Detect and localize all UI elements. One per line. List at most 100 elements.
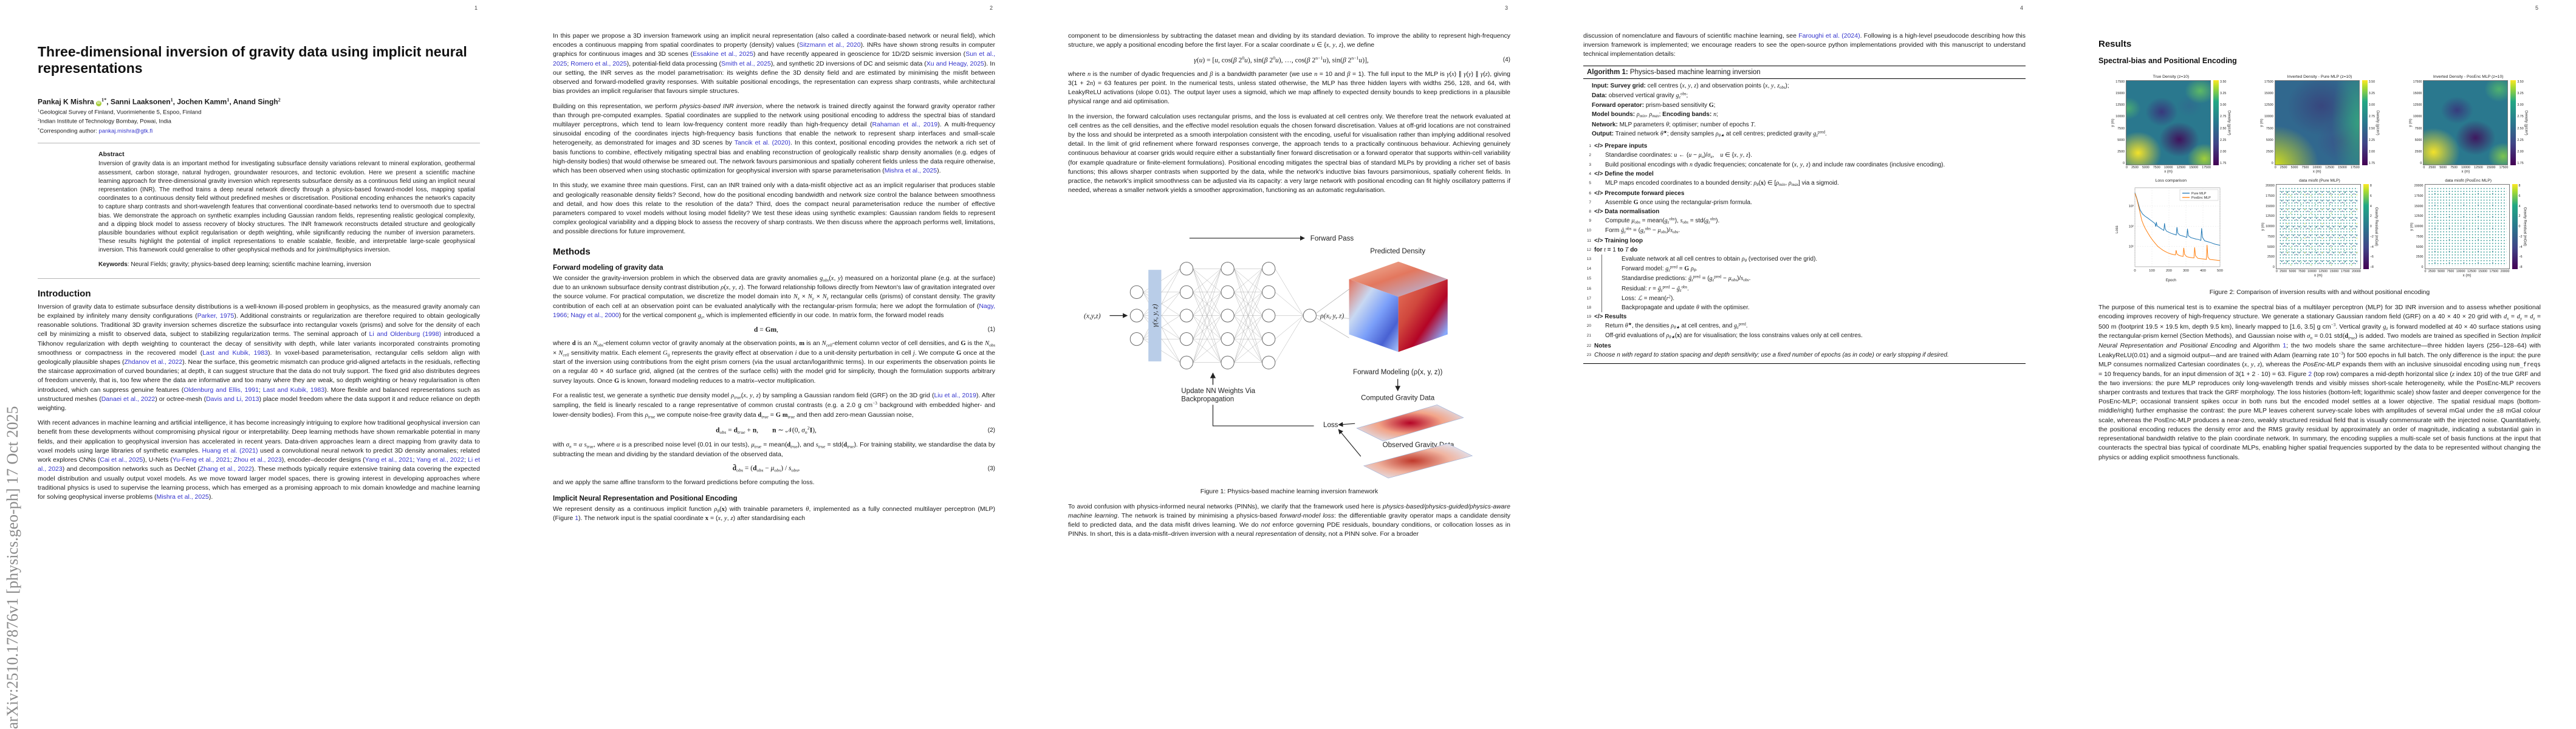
citation-link[interactable]: 2	[2308, 370, 2312, 378]
orcid-icon: iD	[96, 100, 102, 106]
citation-link[interactable]: Yang et al., 2021	[365, 456, 413, 464]
citation-link[interactable]: Faroughi et al. (2024)	[1798, 32, 1860, 39]
y-axis-label: y (m)	[2259, 118, 2264, 127]
citation-link[interactable]: Zhou et al., 2023	[233, 456, 282, 464]
email-link[interactable]: pankaj.mishra@gtk.fi	[98, 128, 153, 135]
citation-link[interactable]: Nagy et al., 2000	[570, 312, 619, 320]
tick-label: 15000	[2413, 92, 2422, 96]
tick-label: 5000	[2267, 245, 2275, 249]
tick-label: 2	[2369, 214, 2372, 219]
citation-link[interactable]: Zhdanov et al., 2022	[124, 358, 183, 366]
tick-label: 7500	[2414, 126, 2422, 131]
citation-link[interactable]: Davis and Li, 2013	[206, 395, 259, 403]
citation-link[interactable]: Last and Kubik, 1983	[202, 349, 269, 357]
predicted-density-label: Predicted Density	[1370, 248, 1425, 255]
figure-1: γ(x, y, z) (x,y,z) Forward Pass ρ(x, y, …	[1068, 204, 1510, 495]
panel-title: True Density (z=10)	[2153, 75, 2190, 79]
tick-label: −8	[2369, 265, 2374, 269]
citation-link[interactable]: Sitzmann et al., 2020	[799, 41, 861, 49]
citation-link[interactable]: Li and Oldenburg (1998)	[369, 330, 442, 338]
citation-link[interactable]: Last and Kubik, 1983	[262, 386, 325, 394]
tick-label: 15000	[2486, 166, 2496, 169]
tick-label: 17500	[2350, 166, 2360, 169]
abstract-block: Abstract Inversion of gravity data is an…	[98, 151, 475, 269]
tick-label: 3.00	[2368, 103, 2376, 108]
citation-link[interactable]: 1	[2283, 342, 2287, 350]
keywords: Keywords: Neural Fields; gravity; physic…	[98, 261, 371, 269]
tick-label: 2500	[2117, 149, 2125, 154]
subsection-inr-positional-encoding: Implicit Neural Representation and Posit…	[553, 495, 738, 502]
paragraph: where n is the number of dyadic frequenc…	[1068, 70, 1511, 106]
citation-link[interactable]: 1	[575, 515, 579, 522]
citation-link[interactable]: Danaei et al., 2022	[101, 395, 156, 403]
tick-label: 5000	[2416, 245, 2424, 249]
paragraph: In this paper we propose a 3D inversion …	[553, 32, 996, 95]
x-axis-label: x (m)	[2312, 170, 2321, 174]
tick-label: 2.25	[2517, 138, 2524, 142]
network-node	[1221, 308, 1235, 323]
equation-3: d̃obs = (dobs − μobs) / sobs,(3)	[732, 464, 995, 473]
citation-link[interactable]: Parker, 1975	[197, 312, 235, 320]
tick-label: 12500	[2413, 103, 2422, 108]
tick-label: 3.50	[2368, 80, 2376, 84]
x-axis-label: x (m)	[2164, 170, 2173, 174]
tick-label: 2500	[2280, 166, 2287, 169]
colorbar-label: Density (g/cm³)	[2227, 110, 2231, 135]
y-axis-label: y (m)	[2261, 222, 2266, 231]
algorithm-header-line: Forward operator: prism-based sensitivit…	[1592, 102, 1716, 109]
citation-link[interactable]: Tancik et al. (2020)	[734, 139, 790, 147]
citation-link[interactable]: Yang et al., 2022	[416, 456, 465, 464]
loss-series-posenc-mlp	[2134, 193, 2221, 261]
tick-label: 2.50	[2220, 126, 2227, 131]
algorithm-1: Algorithm 1: Physics-based machine learn…	[1583, 65, 2026, 364]
tick-label: −4	[2369, 245, 2374, 249]
tick-label: −6	[2369, 255, 2374, 259]
tick-label: 12500	[2318, 270, 2328, 273]
citation-link[interactable]: Mishra et al., 2025	[884, 167, 937, 175]
paragraph: where d is an Nobs-element column vector…	[553, 339, 995, 385]
tick-label: 0	[2369, 225, 2372, 228]
citation-link[interactable]: Huang et al. (2021)	[202, 447, 258, 454]
tick-label: 1.75	[2368, 161, 2376, 165]
network-node	[1221, 285, 1235, 299]
citation-link[interactable]: Essakine et al., 2025	[693, 50, 753, 58]
algorithm-line: 6</> Precompute forward pieces	[1589, 190, 1685, 197]
x-axis-label: x (m)	[2461, 170, 2470, 174]
citation-link[interactable]: Cai et al., 2025	[100, 456, 143, 464]
citation-link[interactable]: Yu-Feng et al., 2021	[172, 456, 230, 464]
citation-link[interactable]: Smith et al., 2025	[721, 60, 771, 67]
citation-link[interactable]: Xu and Heagy, 2025	[926, 60, 984, 67]
citation-link[interactable]: Mishra et al., 2025	[156, 493, 209, 501]
tick-label: 2500	[2266, 149, 2273, 154]
section-methods: Methods	[553, 246, 591, 257]
tick-label: 6	[2518, 194, 2521, 198]
page-1: arXiv:2510.17876v1 [physics.geo-ph] 17 O…	[0, 0, 515, 729]
citation-link[interactable]: Rahaman et al., 2019	[872, 120, 938, 128]
citation-link[interactable]: Liu et al., 2019	[934, 391, 976, 399]
tick-label: 0	[2123, 161, 2125, 165]
inversion-framework-diagram: γ(x, y, z) (x,y,z) Forward Pass ρ(x, y, …	[1084, 234, 1473, 478]
tick-label: 2.75	[2368, 115, 2376, 119]
citation-link[interactable]: Nagy, 1966	[553, 303, 995, 320]
citation-link[interactable]: Zhang et al., 2022	[199, 465, 252, 473]
citation-link[interactable]: Li et al., 2023	[38, 456, 480, 473]
output-density-label: ρ(x, y, z)	[1320, 312, 1344, 320]
citation-link[interactable]: Sun et al., 2025	[553, 50, 996, 67]
citation-link[interactable]: Oldenburg and Ellis, 1991	[183, 386, 259, 394]
tick-label: 5000	[2266, 138, 2273, 142]
algorithm-line: 19</> Results	[1586, 313, 1627, 320]
citation-link[interactable]: Romero et al., 2025	[570, 60, 627, 67]
tick-label: 2.00	[2517, 149, 2524, 154]
algorithm-line: 8</> Data normalisation	[1589, 208, 1660, 215]
paragraph: Building on this representation, we perf…	[553, 102, 996, 175]
